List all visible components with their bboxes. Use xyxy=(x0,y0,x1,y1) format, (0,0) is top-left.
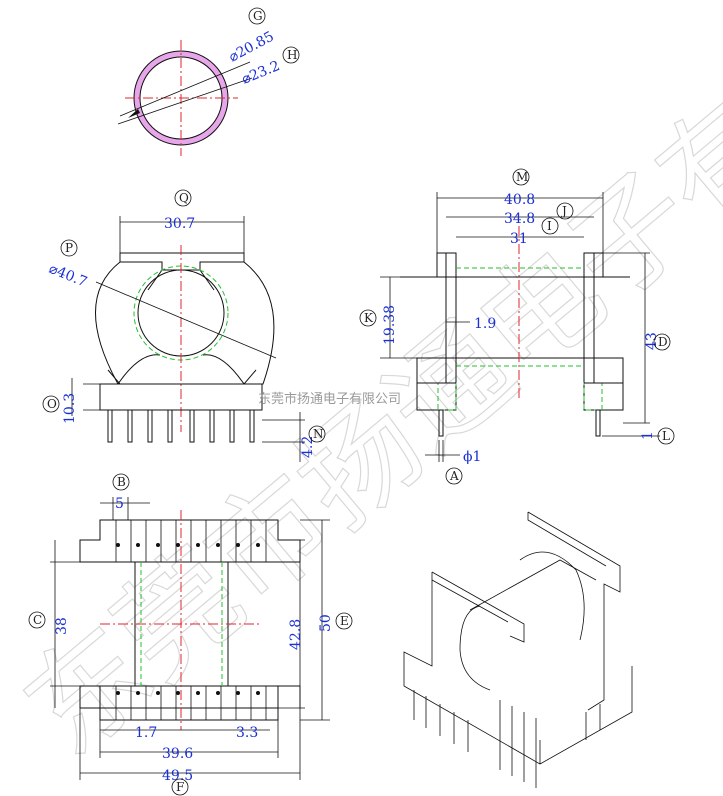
tube-outer-diameter: ⌀23.2 xyxy=(240,58,283,88)
svg-text:D: D xyxy=(658,335,668,349)
callout-i: I xyxy=(541,217,559,235)
step-dim: 3.3 xyxy=(236,725,258,741)
svg-text:H: H xyxy=(287,48,297,62)
callout-j: J xyxy=(556,202,574,220)
top-view: 5 38 42.8 50 1.7 3.3 39.6 49.5 xyxy=(50,496,334,784)
svg-text:B: B xyxy=(117,475,126,489)
side-inner-dim: 31 xyxy=(510,231,528,247)
isometric-view xyxy=(403,511,633,788)
total-height-dim: 50 xyxy=(318,614,334,632)
callout-g: G xyxy=(248,7,266,25)
callout-m: M xyxy=(512,168,530,186)
svg-text:F: F xyxy=(176,780,184,794)
window-dim: 38 xyxy=(54,617,70,635)
wall-dim: 1.9 xyxy=(474,316,496,332)
svg-text:L: L xyxy=(662,429,670,443)
pitch-dim: 5 xyxy=(115,496,124,512)
svg-text:I: I xyxy=(547,219,552,233)
svg-text:J: J xyxy=(560,204,567,218)
callout-e: E xyxy=(335,612,353,630)
front-width-dim: 30.7 xyxy=(164,216,195,232)
pin-diameter-dim: ϕ1 xyxy=(463,449,481,465)
callout-o: O xyxy=(42,395,60,413)
svg-text:Q: Q xyxy=(179,191,189,205)
svg-text:E: E xyxy=(340,614,349,628)
foot-dim: 1 xyxy=(640,431,656,440)
total-width-dim: 49.5 xyxy=(162,768,193,784)
callout-c: C xyxy=(28,611,46,629)
svg-text:A: A xyxy=(449,469,459,483)
callout-f: F xyxy=(171,778,189,796)
callout-k: K xyxy=(359,309,377,327)
pin-span-dim: 39.6 xyxy=(162,746,193,762)
svg-text:P: P xyxy=(65,241,73,255)
svg-text:O: O xyxy=(47,397,57,411)
callout-a: A xyxy=(445,467,463,485)
callout-l: L xyxy=(657,427,675,445)
tube-section-view: ⌀20.85 ⌀23.2 xyxy=(117,29,283,156)
core-height-dim: 42.8 xyxy=(288,619,304,650)
front-arc-dim: ⌀40.7 xyxy=(47,261,90,291)
svg-text:G: G xyxy=(253,9,263,23)
front-view: 30.7 ⌀40.7 10.3 4.2 xyxy=(47,216,316,462)
callout-b: B xyxy=(112,473,130,491)
callout-labels: G H Q P O N A M J I K D L B C E F xyxy=(28,7,675,796)
front-pins xyxy=(107,409,255,443)
pin-length-dim: 4.2 xyxy=(300,436,316,458)
svg-text:M: M xyxy=(516,170,528,184)
side-outer-dim: 40.8 xyxy=(504,192,535,208)
slot-dim: 1.7 xyxy=(135,725,157,741)
svg-text:K: K xyxy=(364,311,374,325)
svg-text:N: N xyxy=(313,427,324,441)
watermark-inline-text: 东莞市扬通电子有限公司 xyxy=(258,391,401,407)
callout-h: H xyxy=(282,46,300,64)
side-mid-dim: 34.8 xyxy=(504,211,535,227)
callout-q: Q xyxy=(174,189,192,207)
side-hole-dim: 19.38 xyxy=(382,305,398,345)
callout-n: N xyxy=(308,425,326,443)
callout-d: D xyxy=(653,333,671,351)
svg-text:C: C xyxy=(33,613,42,627)
callout-p: P xyxy=(60,239,78,257)
side-view: 40.8 34.8 31 19.38 1.9 43 1 ϕ1 东莞市扬通电子有限… xyxy=(258,192,660,465)
front-base-dim: 10.3 xyxy=(62,393,78,424)
